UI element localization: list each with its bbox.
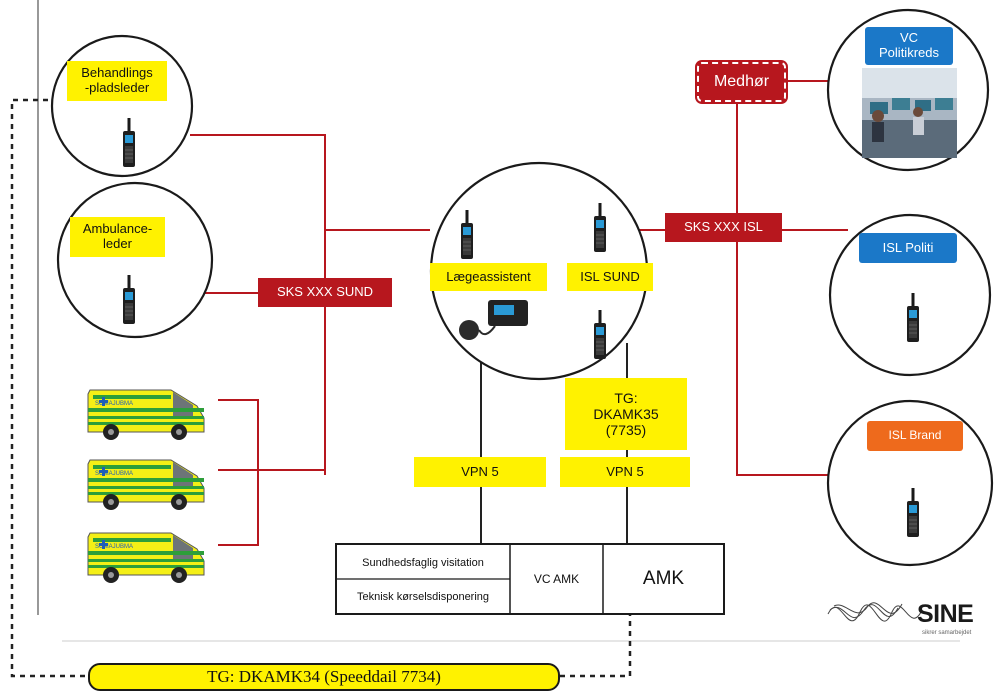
ambulance-icon [87,459,205,511]
vpn5-left-label: VPN 5 [414,457,546,487]
isl-politi-label: ISL Politi [859,233,957,263]
sine-logo-icon [827,602,923,622]
ambulance-text: SOMAJUBMA [95,401,133,407]
tg-dkamk34-label: TG: DKAMK34 (Speeddail 7734) [88,663,560,691]
tg-dkamk35-label: TG: DKAMK35 (7735) [565,378,687,450]
sks-xxx-isl-label: SKS XXX ISL [665,213,782,242]
sine-tagline: sikrer samarbejdet [922,630,972,636]
control-room-photo-icon [862,68,957,158]
amk-cell: AMK [642,568,685,589]
red-connections-left [190,134,430,546]
behandlings-circle [50,34,194,178]
sks-xxx-sund-label: SKS XXX SUND [258,278,392,307]
isl-brand-label: ISL Brand [867,421,963,451]
amk-table [335,543,725,615]
ambulance-text: SOMAJUBMA [95,471,133,477]
ambulance-icon [87,532,205,584]
tg34-dashed-loop [10,98,632,678]
isl-sund-label: ISL SUND [567,263,653,291]
vpn5-right-label: VPN 5 [560,457,690,487]
sundhedsfaglig-visitation-cell: Sundhedsfaglig visitation [362,556,484,569]
teknisk-korselsdisponering-cell: Teknisk kørselsdisponering [356,590,490,603]
ambulance-leder-label: Ambulance- leder [70,217,165,257]
ambulance-text: SOMAJUBMA [95,544,133,550]
sine-logo-text: SINE [917,600,974,628]
vc-amk-cell: VC AMK [533,572,580,586]
mobile-radio-icon [459,300,528,340]
behandlings-label: Behandlings -pladsleder [67,61,167,101]
medhor-label: Medhør [697,62,786,102]
vc-politikreds-label: VC Politikreds [865,27,953,65]
laegeassistent-label: Lægeassistent [430,263,547,291]
ambulance-icon [87,389,205,441]
